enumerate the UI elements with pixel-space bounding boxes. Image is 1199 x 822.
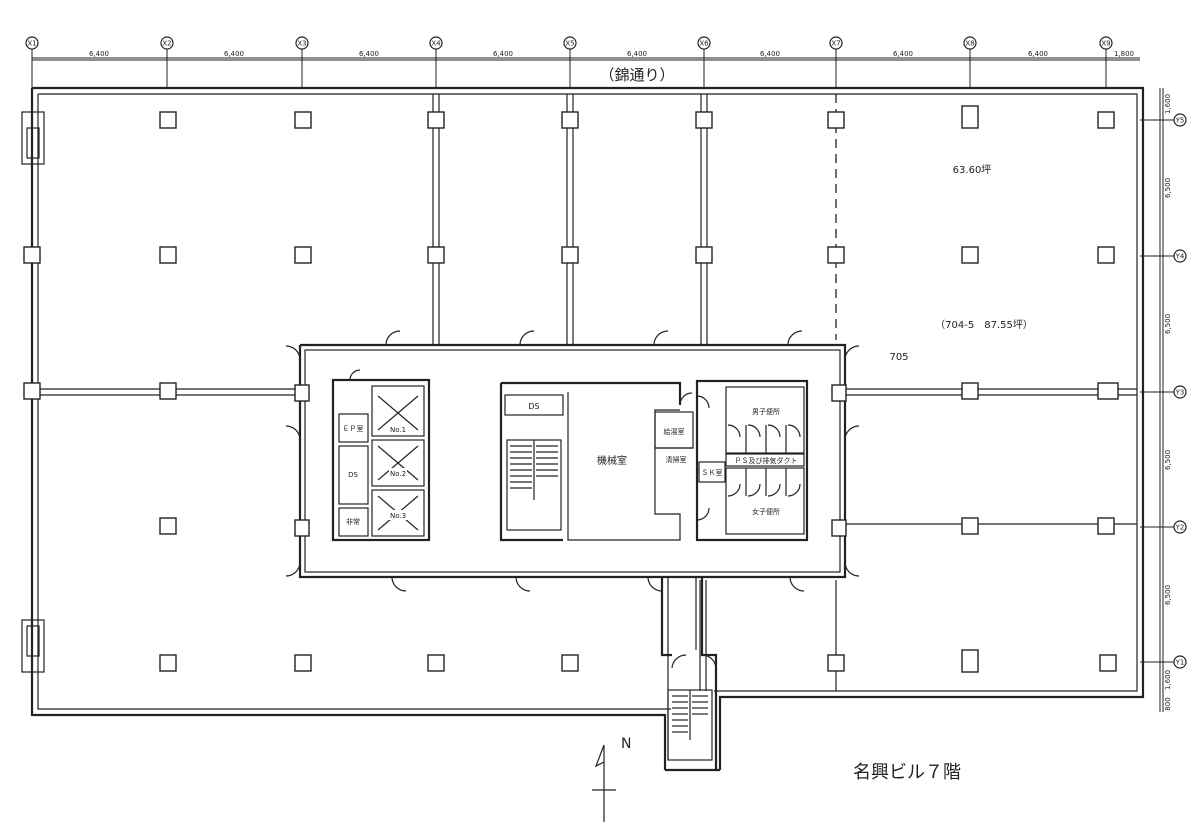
grid-label: X3 [297, 40, 306, 48]
elevator-block: ＥＰ室 DS 非常 No.1 No.2 No.3 [331, 369, 431, 542]
grid-bubble-y3: Y3 [1140, 385, 1187, 399]
dimension-label: 6,500 [1164, 178, 1172, 198]
grid-bubble-x3: X3 [295, 36, 309, 88]
room-ep: ＥＰ室 [343, 424, 364, 433]
room-womens-toilet: 女子便所 [752, 507, 780, 516]
dimension-label: 6,400 [89, 50, 109, 58]
grid-bubble-x8: X8 [963, 36, 977, 88]
grid-bubble-x1: X1 [25, 36, 39, 88]
room-mens-toilet: 男子便所 [752, 407, 780, 416]
grid-bubble-y5: Y5 [1140, 113, 1187, 127]
grid-bubble-x5: X5 [563, 36, 577, 88]
grid-bubble-y2: Y2 [1140, 520, 1187, 534]
dimension-label: 6,500 [1164, 450, 1172, 470]
dimension-label: 6,400 [224, 50, 244, 58]
dimension-label: 1,600 [1164, 670, 1172, 690]
grid-bubble-y4: Y4 [1140, 249, 1187, 263]
grid-axis-y: Y5 Y4 Y3 Y2 Y1 [1140, 113, 1187, 669]
grid-label: X5 [565, 40, 574, 48]
dimension-label: 6,400 [760, 50, 780, 58]
toilet-stalls [727, 424, 801, 497]
area-label-upper: 63.60坪 [953, 163, 992, 176]
grid-bubble-x6: X6 [697, 36, 711, 88]
dimension-label: 1,600 [1164, 94, 1172, 114]
grid-bubble-x9: X9 [1099, 36, 1113, 88]
dimension-label: 6,400 [1028, 50, 1048, 58]
room-cleaning: 清掃室 [666, 455, 687, 464]
room-ds-center: DS [528, 402, 539, 411]
room-machine: 機械室 [597, 454, 627, 467]
elevator-2: No.2 [390, 470, 406, 478]
grid-label: Y1 [1175, 659, 1185, 667]
grid-bubble-x7: X7 [829, 36, 843, 88]
grid-label: X4 [431, 40, 441, 48]
room-sk: ＳＫ室 [702, 468, 723, 477]
stair-treads [510, 445, 558, 489]
partitions [38, 94, 1137, 691]
dimension-spans-x: 6,400 6,400 6,400 6,400 6,400 6,400 6,40… [89, 50, 1134, 58]
dimension-label: 6,400 [627, 50, 647, 58]
dimension-label: 1,800 [1114, 50, 1134, 58]
grid-label: X7 [831, 40, 840, 48]
dimension-label: 6,400 [893, 50, 913, 58]
room-emergency: 非常 [346, 517, 360, 526]
grid-label: Y4 [1175, 253, 1185, 261]
exterior-wall [30, 86, 1145, 772]
grid-label: X1 [27, 40, 36, 48]
room-ds-left: DS [348, 471, 358, 479]
grid-label: Y3 [1175, 389, 1185, 397]
grid-label: X6 [699, 40, 709, 48]
grid-axis-x: X1 X2 X3 X4 X5 X6 X7 X8 X9 [25, 36, 1113, 88]
grid-bubble-y1: Y1 [1140, 655, 1187, 669]
grid-bubble-x4: X4 [429, 36, 443, 88]
elevator-1: No.1 [390, 426, 406, 434]
dimension-label: 6,500 [1164, 314, 1172, 334]
dimension-label: 6,500 [1164, 585, 1172, 605]
street-label: （錦通り） [599, 66, 674, 84]
window-left-lower [21, 619, 45, 673]
floor-title: 名興ビル７階 [853, 762, 961, 783]
north-arrow-icon: N [592, 736, 631, 822]
grid-label: X9 [1101, 40, 1110, 48]
structural-columns [23, 105, 1119, 673]
room-ps-duct: ＰＳ及び排気ダクト [735, 456, 798, 465]
dimension-label: 6,400 [359, 50, 379, 58]
grid-label: X2 [162, 40, 171, 48]
north-label: N [621, 736, 631, 752]
room-water-heater: 給湯室 [664, 427, 685, 436]
building-core [285, 330, 860, 592]
exit-stair [660, 577, 718, 770]
dimension-spans-y: 1,600 6,500 6,500 6,500 6,500 1,600 800 [1164, 94, 1172, 711]
window-left-upper [21, 111, 45, 165]
unit-number-705: 705 [889, 352, 908, 363]
elevator-3: No.3 [390, 512, 406, 520]
grid-label: Y5 [1175, 117, 1185, 125]
grid-bubble-x2: X2 [160, 36, 174, 88]
grid-label: X8 [965, 40, 974, 48]
dimension-label: 800 [1164, 697, 1172, 710]
stair-machine-block: DS 機械室 給湯室 清掃室 [499, 381, 694, 542]
area-label-704-5: （704-5 87.55坪） [935, 318, 1033, 331]
grid-label: Y2 [1175, 524, 1185, 532]
dimension-label: 6,400 [493, 50, 513, 58]
toilet-block: 男子便所 ＰＳ及び排気ダクト ＳＫ室 女子便所 [695, 379, 809, 542]
